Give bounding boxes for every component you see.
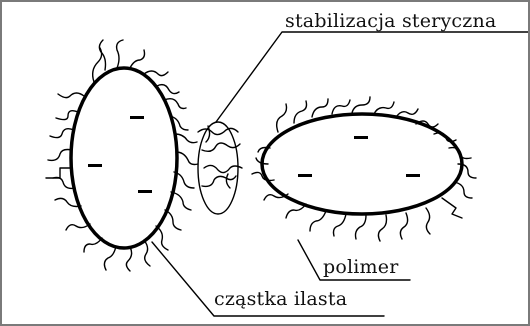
- label-polymer: polimer: [323, 256, 399, 278]
- negative-charge-marker: [354, 136, 368, 139]
- negative-charge-marker: [130, 116, 144, 119]
- right-clay-particle: [262, 114, 462, 214]
- label-steric-stabilization: stabilizacja steryczna: [285, 10, 496, 32]
- steric-leader-line: [216, 32, 528, 122]
- left-clay-particle: [71, 68, 177, 248]
- right-polymer-chains: [252, 97, 476, 241]
- left-polymer-chains: [46, 40, 198, 271]
- negative-charge-marker: [138, 190, 152, 193]
- negative-charge-marker: [298, 174, 312, 177]
- label-clay-particle: cząstka ilasta: [214, 288, 347, 310]
- negative-charge-marker: [88, 164, 102, 167]
- negative-charge-marker: [406, 174, 420, 177]
